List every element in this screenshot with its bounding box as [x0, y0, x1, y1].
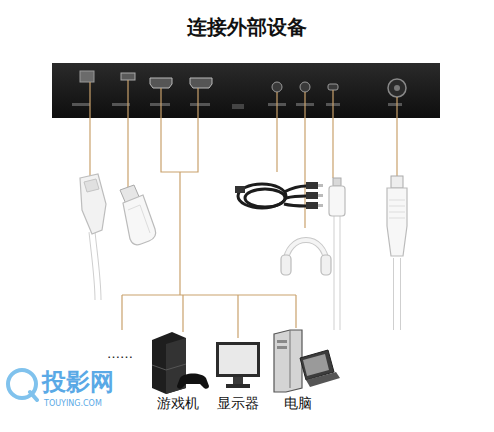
coax-cable	[387, 176, 407, 330]
micro-usb-cable	[329, 178, 345, 330]
device-label: 显示器	[217, 396, 259, 411]
tv-back-panel	[52, 63, 440, 118]
usb-drive	[120, 185, 156, 245]
headphones	[281, 240, 331, 275]
watermark: 投影网	[42, 369, 114, 395]
watermark: TOUYING.COM	[44, 400, 102, 409]
title: 连接外部设备	[187, 16, 307, 38]
ethernet-cable	[80, 174, 106, 300]
device-label: 电脑	[284, 396, 312, 411]
device-label: 游戏机	[157, 396, 199, 411]
watermark-logo	[8, 370, 37, 400]
monitor	[216, 342, 260, 388]
av-cable	[235, 182, 323, 209]
computer	[274, 330, 340, 392]
leader-lines	[90, 80, 397, 338]
ellipsis-label: ……	[107, 347, 133, 361]
game-console	[152, 332, 209, 394]
